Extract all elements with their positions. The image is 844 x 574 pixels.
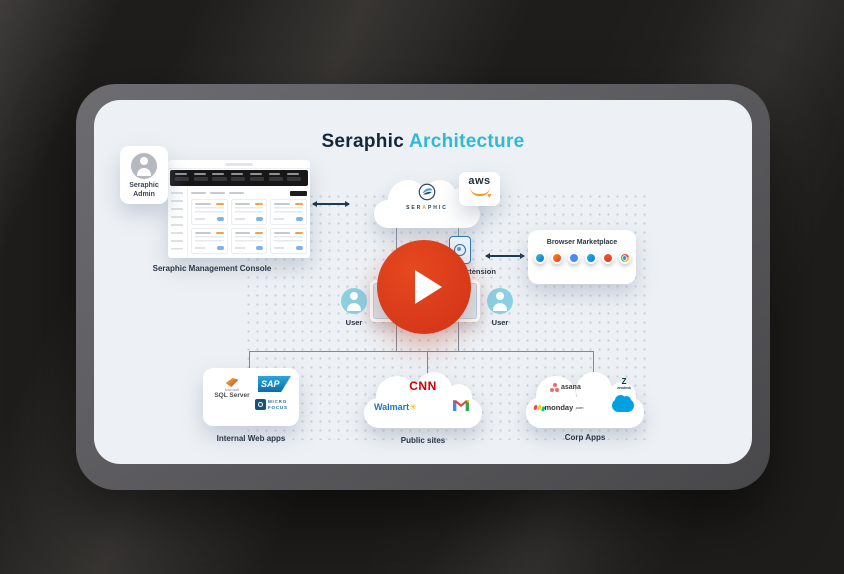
firefox-icon: [552, 254, 561, 262]
title-prefix: Seraphic: [321, 131, 409, 152]
title-highlight: Architecture: [409, 131, 525, 152]
public-caption: Public sites: [400, 436, 446, 445]
video-screen[interactable]: Seraphic Architecture Seraphic Admin: [94, 100, 752, 464]
console-card: [191, 228, 228, 254]
extension-marketplace-arrow-icon: [485, 253, 525, 259]
admin-label: Seraphic Admin: [129, 182, 159, 199]
walmart-logo: Walmart✳: [374, 402, 417, 412]
console-topbar: [168, 160, 310, 169]
user-right-label: User: [491, 318, 509, 327]
console-cloud-arrow-icon: [312, 201, 350, 207]
zendesk-logo: Z zendesk: [617, 377, 631, 390]
public-sites-card: CNN Walmart✳: [364, 372, 482, 428]
console-card: [270, 199, 307, 225]
user-left-icon: [341, 288, 367, 314]
sql-server-logo: Microsoft SQL Server: [209, 378, 255, 400]
person-icon: [131, 153, 157, 179]
user-left-label: User: [345, 318, 363, 327]
console-card-grid: [191, 199, 307, 254]
browser-marketplace-card: Browser Marketplace: [528, 230, 636, 284]
chromium-icon: [569, 254, 578, 262]
sap-logo: SAP: [258, 376, 291, 392]
seraphic-admin-card: Seraphic Admin: [120, 146, 168, 204]
internal-caption: Internal Web apps: [216, 434, 286, 443]
console-card: [230, 228, 268, 254]
play-icon: [414, 270, 442, 304]
sql-server-arrow-icon: [225, 378, 239, 387]
connector-drop-public: [427, 351, 428, 375]
console-caption: Seraphic Management Console: [152, 264, 272, 273]
console-dark-button: [290, 190, 307, 196]
extension-label: Extension: [460, 267, 496, 276]
micro-focus-icon: [255, 399, 266, 411]
console-card: [270, 228, 307, 254]
asana-logo: asana: [550, 383, 581, 392]
monday-dots-icon: [534, 404, 543, 411]
brave-icon: [603, 254, 612, 262]
safari-icon: [586, 254, 595, 262]
connector-drop-corp: [593, 351, 594, 372]
corp-caption: Corp Apps: [564, 433, 606, 442]
connector-horizontal: [249, 351, 593, 352]
management-console-screenshot: [168, 160, 310, 258]
console-sidebar: [168, 187, 188, 258]
play-button[interactable]: [377, 240, 471, 334]
user-right-icon: [487, 288, 513, 314]
console-stats-banner: [170, 170, 308, 186]
seraphic-logo-icon: [418, 183, 436, 201]
edge-icon: [535, 254, 544, 262]
aws-smile-icon: [469, 187, 490, 196]
aws-wordmark: aws: [468, 175, 491, 187]
asana-dots-icon: [550, 383, 559, 392]
walmart-spark-icon: ✳: [409, 402, 417, 412]
browser-icons-row: [528, 252, 636, 264]
console-card: [230, 199, 268, 225]
monday-logo: monday .com: [534, 403, 584, 412]
console-card: [191, 199, 228, 225]
console-tabbar: [191, 189, 307, 197]
connector-drop-internal: [249, 351, 250, 368]
aws-badge: aws: [459, 172, 500, 206]
page-title: Seraphic Architecture: [94, 131, 752, 153]
seraphic-wordmark: SERAPHIC: [406, 205, 448, 211]
cnn-logo: CNN: [409, 379, 437, 393]
marketplace-title: Browser Marketplace: [546, 239, 618, 246]
salesforce-icon: [612, 395, 634, 412]
corp-apps-card: asana Z zendesk monday .com: [526, 370, 644, 428]
admin-avatar: [131, 153, 157, 179]
chrome-icon: [620, 254, 629, 262]
gmail-icon: [453, 400, 469, 411]
console-main: [188, 187, 310, 258]
